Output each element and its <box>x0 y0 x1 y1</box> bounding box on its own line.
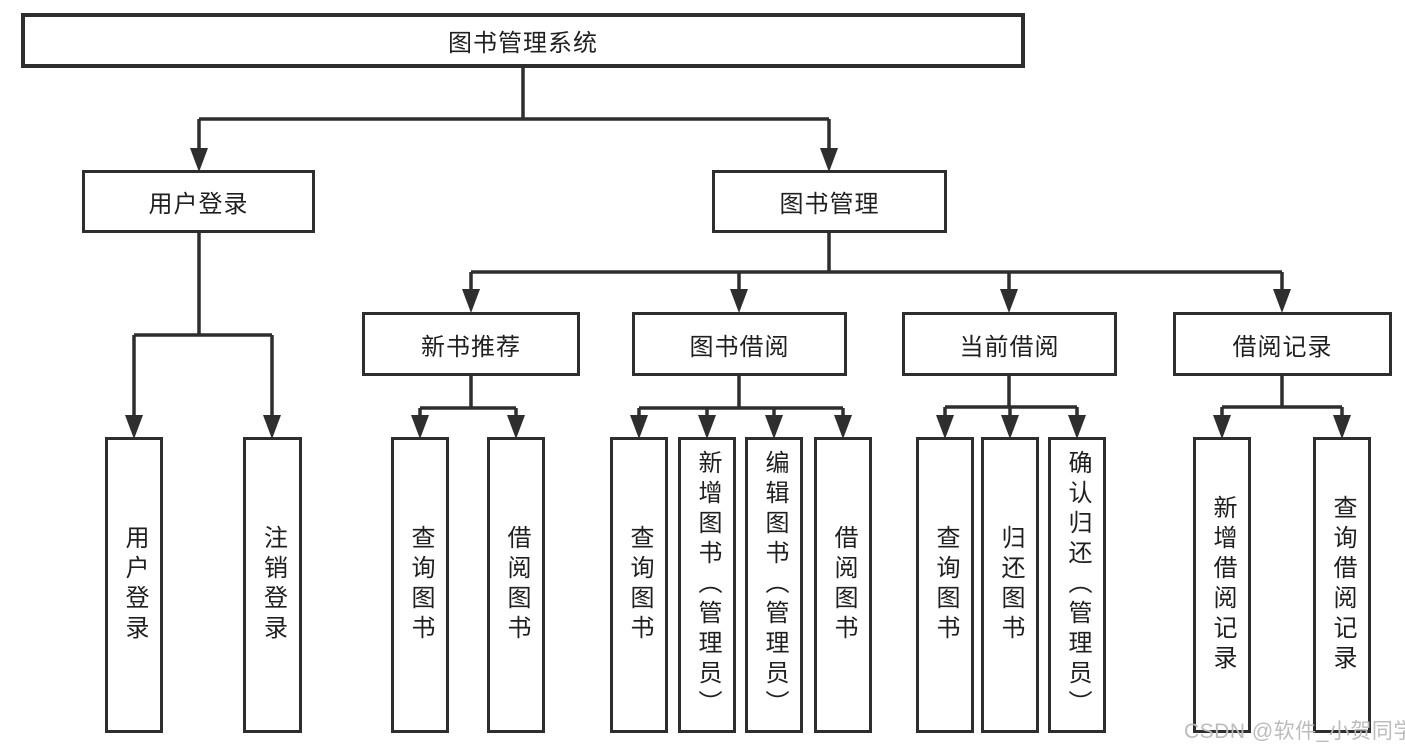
leaf-label: 确认归还（管理员） <box>1064 450 1091 720</box>
leaf-query-borrow-record: 查询借阅记录 <box>1313 437 1371 733</box>
leaf-user-login: 用户登录 <box>105 437 163 733</box>
leaf-label: 查询图书 <box>626 525 653 645</box>
node-book-management: 图书管理 <box>712 170 947 233</box>
node-book-borrow: 图书借阅 <box>632 312 847 376</box>
node-user-login: 用户登录 <box>82 170 315 233</box>
leaf-label: 编辑图书（管理员） <box>761 450 788 720</box>
leaf-label: 借阅图书 <box>830 525 857 645</box>
leaf-label: 查询图书 <box>932 525 959 645</box>
leaf-confirm-return-admin: 确认归还（管理员） <box>1048 437 1106 733</box>
leaf-logout: 注销登录 <box>243 437 302 733</box>
node-current-borrow: 当前借阅 <box>902 312 1117 376</box>
leaf-label: 查询借阅记录 <box>1329 495 1356 675</box>
leaf-label: 注销登录 <box>259 525 287 645</box>
node-new-book-recommend: 新书推荐 <box>362 312 580 376</box>
leaf-add-borrow-record: 新增借阅记录 <box>1193 437 1251 733</box>
leaf-label: 新增图书（管理员） <box>694 450 721 720</box>
leaf-label: 用户登录 <box>121 525 148 645</box>
leaf-query-books-recommend: 查询图书 <box>391 437 449 733</box>
leaf-label: 归还图书 <box>997 525 1024 645</box>
node-borrow-records: 借阅记录 <box>1173 312 1392 376</box>
leaf-borrow-books: 借阅图书 <box>814 437 872 733</box>
csdn-watermark: CSDN @软件_小贺同学 <box>1184 720 1405 743</box>
leaf-add-book-admin: 新增图书（管理员） <box>678 437 736 733</box>
leaf-return-book: 归还图书 <box>981 437 1039 733</box>
leaf-query-books-borrow: 查询图书 <box>610 437 668 733</box>
node-library-system: 图书管理系统 <box>21 13 1025 68</box>
leaf-query-books-current: 查询图书 <box>916 437 974 733</box>
leaf-borrow-books-recommend: 借阅图书 <box>487 437 545 733</box>
leaf-edit-book-admin: 编辑图书（管理员） <box>745 437 803 733</box>
leaf-label: 借阅图书 <box>503 525 530 645</box>
leaf-label: 新增借阅记录 <box>1209 495 1236 675</box>
leaf-label: 查询图书 <box>407 525 434 645</box>
